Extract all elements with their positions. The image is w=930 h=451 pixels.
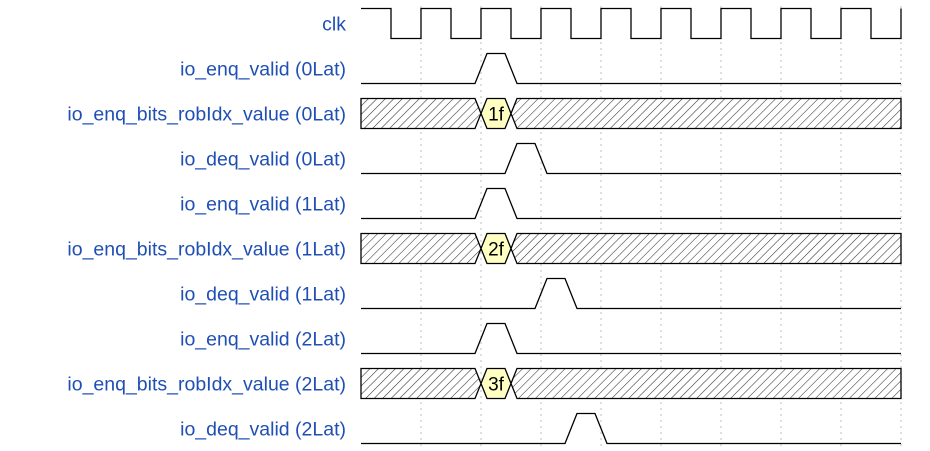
bus-unknown-segment bbox=[360, 97, 482, 130]
bus-unknown-segment bbox=[360, 367, 482, 400]
signal-row: io_enq_valid (2Lat) bbox=[180, 322, 901, 355]
signal-row: io_deq_valid (1Lat) bbox=[180, 277, 901, 310]
signal-name: io_enq_valid (0Lat) bbox=[180, 59, 346, 81]
signal-row: clk bbox=[322, 7, 902, 40]
signal-row: io_enq_bits_robIdx_value (0Lat) 1f bbox=[67, 97, 902, 130]
bit-waveform bbox=[361, 412, 901, 445]
bus-value-label: 3f bbox=[488, 375, 505, 396]
clock-waveform bbox=[361, 7, 902, 40]
signal-name: io_enq_bits_robIdx_value (1Lat) bbox=[67, 239, 346, 261]
bus-unknown-segment bbox=[510, 232, 902, 265]
signal-row: io_deq_valid (2Lat) bbox=[180, 412, 901, 445]
signal-row: io_deq_valid (0Lat) bbox=[180, 142, 901, 175]
signal-name: io_enq_valid (1Lat) bbox=[180, 194, 346, 216]
waveform-rows: clk io_enq_valid (0Lat) io_enq_bits_robIdx… bbox=[67, 7, 902, 445]
signal-name: io_deq_valid (0Lat) bbox=[180, 149, 346, 171]
bit-waveform bbox=[361, 142, 901, 175]
bus-value-label: 1f bbox=[488, 105, 505, 126]
signal-name: io_enq_bits_robIdx_value (2Lat) bbox=[67, 374, 346, 396]
signal-row: io_enq_bits_robIdx_value (2Lat) 3f bbox=[67, 367, 902, 400]
signal-name: clk bbox=[322, 14, 346, 36]
bit-waveform bbox=[361, 52, 901, 85]
bus-unknown-segment bbox=[510, 367, 902, 400]
signal-name: io_deq_valid (2Lat) bbox=[180, 419, 346, 441]
signal-name: io_deq_valid (1Lat) bbox=[180, 284, 346, 306]
bit-waveform bbox=[361, 322, 901, 355]
bit-waveform bbox=[361, 277, 901, 310]
bus-unknown-segment bbox=[360, 232, 482, 265]
bus-unknown-segment bbox=[510, 97, 902, 130]
bit-waveform bbox=[361, 187, 901, 220]
signal-row: io_enq_bits_robIdx_value (1Lat) 2f bbox=[67, 232, 902, 265]
grid-lines bbox=[420, 6, 902, 448]
signal-name: io_enq_valid (2Lat) bbox=[180, 329, 346, 351]
bus-value-label: 2f bbox=[488, 240, 505, 261]
signal-row: io_enq_valid (1Lat) bbox=[180, 187, 901, 220]
signal-row: io_enq_valid (0Lat) bbox=[180, 52, 901, 85]
signal-name: io_enq_bits_robIdx_value (0Lat) bbox=[67, 104, 346, 126]
